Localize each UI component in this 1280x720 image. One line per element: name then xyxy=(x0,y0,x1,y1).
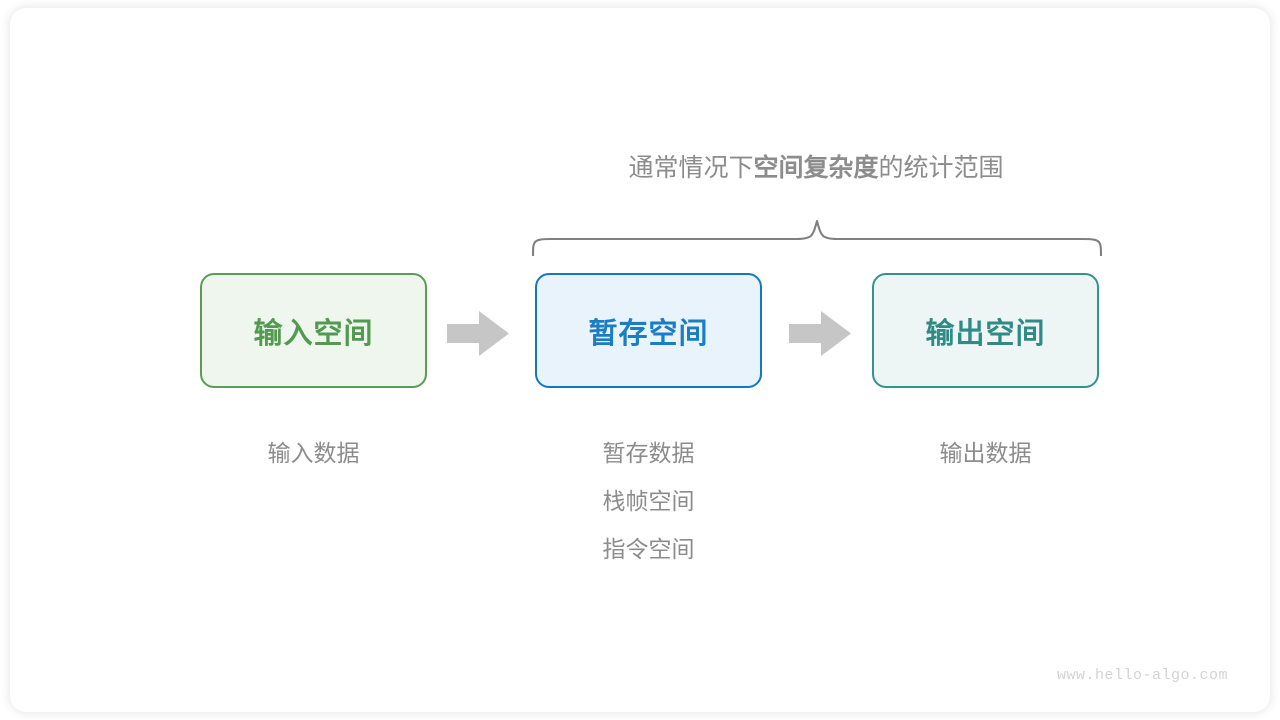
caption-list-temp: 暂存数据 栈帧空间 指令空间 xyxy=(535,429,762,573)
block-temp-space: 暂存空间 xyxy=(535,273,762,388)
caption-list-output: 输出数据 xyxy=(872,429,1099,477)
brace-caption-emphasis: 空间复杂度 xyxy=(753,154,879,182)
caption-list-input: 输入数据 xyxy=(200,429,427,477)
block-output-space-label: 输出空间 xyxy=(925,317,1046,350)
watermark: www.hello-algo.com xyxy=(1056,667,1228,684)
caption-item: 暂存数据 xyxy=(602,440,695,466)
brace-caption: 通常情况下空间复杂度的统计范围 xyxy=(510,151,1122,185)
caption-item: 输出数据 xyxy=(939,440,1032,466)
brace-caption-suffix: 的统计范围 xyxy=(878,154,1004,182)
caption-item: 栈帧空间 xyxy=(602,488,695,514)
curly-brace-icon xyxy=(531,219,1103,256)
block-output-space: 输出空间 xyxy=(872,273,1099,388)
block-input-space-label: 输入空间 xyxy=(253,317,374,350)
block-input-space: 输入空间 xyxy=(200,273,427,388)
caption-item: 指令空间 xyxy=(602,536,695,562)
block-temp-space-label: 暂存空间 xyxy=(588,317,709,350)
diagram-card: 通常情况下空间复杂度的统计范围 输入空间 暂存空间 输出空间 输入数据 xyxy=(10,8,1270,712)
arrow-right-icon xyxy=(447,311,509,356)
arrow-right-icon xyxy=(789,311,851,356)
brace-caption-prefix: 通常情况下 xyxy=(628,154,754,182)
caption-item: 输入数据 xyxy=(267,440,360,466)
